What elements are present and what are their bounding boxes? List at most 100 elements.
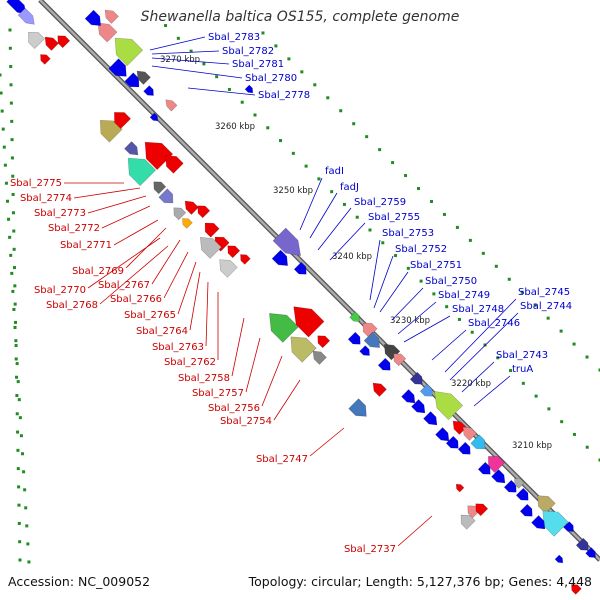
tick-mark: [445, 305, 449, 309]
tick-mark: [326, 96, 330, 100]
reverse-label-leader: [87, 195, 147, 214]
forward-label-leader: [187, 87, 256, 96]
reverse-gene-label: Sbal_2747: [256, 454, 308, 465]
reverse-gene: [219, 259, 238, 278]
tick-mark: [12, 307, 16, 311]
reverse-label-leader: [73, 187, 141, 199]
forward-gene: [563, 521, 574, 532]
tick-mark: [560, 420, 564, 424]
forward-gene: [470, 434, 486, 450]
forward-gene: [349, 311, 360, 322]
tick-mark: [521, 381, 525, 385]
tick-mark: [274, 44, 278, 48]
tick-mark: [17, 398, 21, 402]
tick-mark: [9, 101, 13, 105]
reverse-label-leader: [101, 205, 151, 229]
tick-mark: [14, 357, 18, 361]
reverse-gene: [182, 218, 193, 229]
tick-mark: [14, 339, 18, 343]
forward-label-leader: [403, 315, 451, 343]
tick-mark: [15, 394, 19, 398]
tick-mark: [391, 161, 395, 165]
reverse-gene: [452, 420, 467, 435]
reverse-gene: [199, 236, 222, 259]
reverse-gene: [204, 222, 220, 238]
genome-title: Shewanella baltica OS155, complete genom…: [140, 9, 460, 25]
forward-gene-label: Sbal_2781: [232, 59, 284, 70]
tick-mark: [342, 202, 346, 206]
tick-mark: [470, 330, 474, 334]
tick-mark: [406, 266, 410, 270]
forward-label-leader: [151, 65, 243, 79]
tick-mark: [13, 326, 17, 329]
forward-gene-label: Sbal_2743: [496, 350, 548, 361]
tick-mark: [17, 521, 21, 525]
forward-label-leader: [373, 255, 394, 309]
forward-label-leader: [449, 312, 519, 381]
forward-gene: [124, 141, 139, 156]
reverse-gene-label: Sbal_2775: [10, 178, 62, 189]
tick-mark: [15, 362, 19, 366]
tick-mark: [253, 113, 257, 117]
reverse-gene-label: Sbal_2774: [20, 193, 72, 204]
forward-label-leader: [299, 177, 323, 231]
tick-mark: [291, 151, 295, 155]
tick-mark: [19, 434, 23, 438]
tick-mark: [9, 83, 13, 87]
forward-gene: [435, 427, 450, 442]
reverse-gene-label: Sbal_2767: [98, 280, 150, 291]
tick-mark: [304, 164, 308, 168]
tick-mark: [22, 470, 26, 474]
reverse-gene: [488, 456, 506, 474]
reverse-gene: [114, 37, 144, 67]
reverse-gene-label: Sbal_2757: [192, 388, 244, 399]
tick-mark: [12, 266, 16, 270]
reverse-label-leader: [261, 355, 283, 407]
forward-gene: [377, 357, 391, 371]
forward-gene: [457, 441, 471, 455]
reverse-label-leader: [113, 219, 159, 246]
reverse-gene: [153, 181, 167, 195]
forward-gene: [348, 398, 367, 417]
tick-mark: [7, 217, 11, 221]
reverse-label-leader: [163, 251, 189, 299]
tick-mark: [8, 28, 12, 32]
tick-mark: [404, 174, 408, 178]
reverse-gene: [514, 478, 525, 489]
forward-gene: [419, 383, 433, 397]
forward-gene-label: Sbal_2759: [354, 197, 406, 208]
reverse-gene-label: Sbal_2764: [136, 326, 188, 337]
reverse-gene: [57, 35, 71, 49]
reverse-gene: [317, 335, 331, 349]
reverse-gene: [269, 313, 299, 343]
tick-mark: [21, 452, 24, 456]
reverse-gene: [184, 200, 199, 215]
scale-label: 3210 kbp: [512, 441, 552, 451]
reverse-gene-label: Sbal_2763: [152, 342, 204, 353]
tick-mark: [189, 49, 193, 53]
reverse-label-leader: [205, 281, 209, 347]
forward-gene: [423, 411, 438, 426]
forward-label-leader: [444, 298, 517, 373]
forward-gene-label: fadI: [325, 166, 344, 177]
tick-mark: [546, 316, 550, 320]
reverse-gene: [165, 99, 178, 112]
tick-mark: [11, 289, 15, 293]
forward-gene: [347, 331, 361, 345]
reverse-gene-label: Sbal_2766: [110, 294, 162, 305]
reverse-gene-label: Sbal_2770: [34, 285, 86, 296]
reverse-label-leader: [177, 261, 197, 315]
reverse-gene: [173, 207, 187, 221]
tick-mark: [3, 163, 7, 167]
tick-mark: [18, 558, 22, 562]
tick-mark: [313, 83, 317, 87]
tick-mark: [13, 284, 17, 288]
forward-gene-label: Sbal_2750: [425, 276, 477, 287]
tick-mark: [1, 127, 5, 131]
tick-mark: [330, 190, 334, 194]
forward-label-leader: [329, 222, 366, 261]
tick-mark: [17, 503, 21, 507]
forward-label-leader: [149, 36, 206, 51]
tick-mark: [9, 65, 13, 69]
tick-mark: [12, 229, 16, 233]
